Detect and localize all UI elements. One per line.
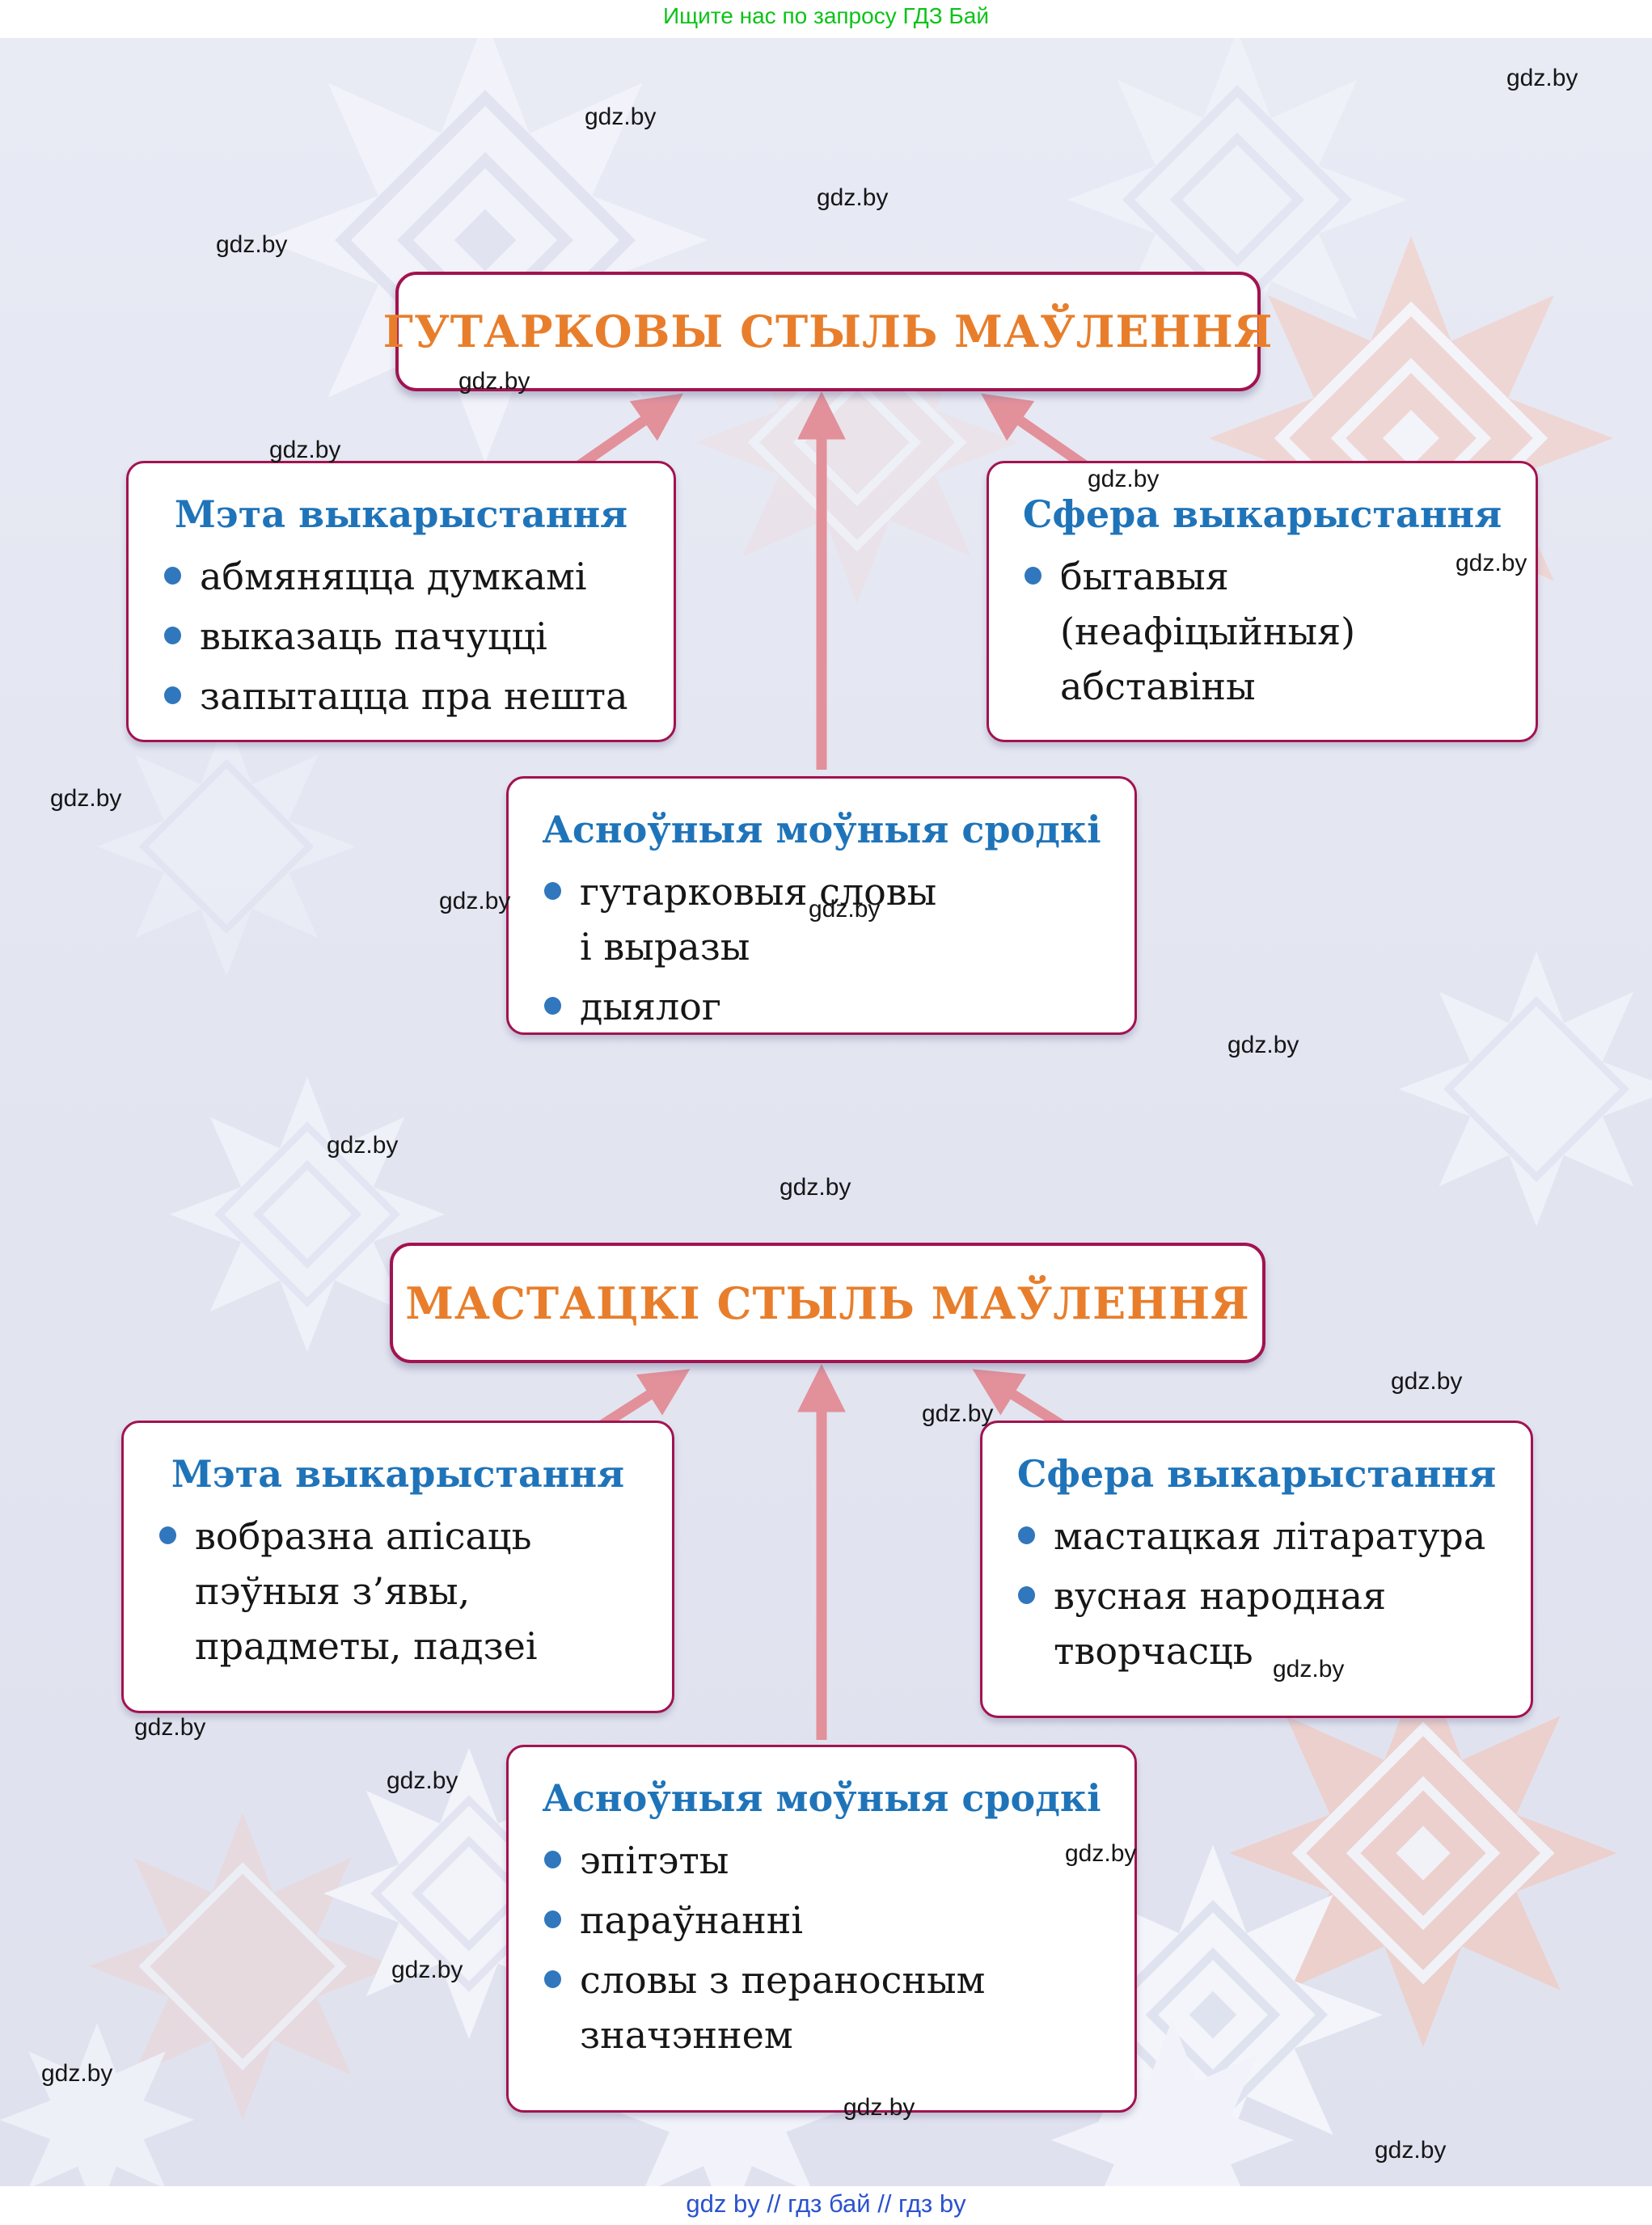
watermark: gdz.by [216,231,288,258]
top-banner-text: Ищите нас по запросу ГДЗ Бай [662,3,990,28]
section2-title-box: МАСТАЦКІ СТЫЛЬ МАЎЛЕННЯ [390,1243,1265,1363]
list-item: запытацца пра нешта [150,669,653,724]
section2-title: МАСТАЦКІ СТЫЛЬ МАЎЛЕННЯ [405,1277,1250,1329]
box-heading: Мэта выкарыстання [174,492,628,536]
bullet-list: гутарковыя словы і выразы дыялог [530,864,1113,1034]
list-item: эпітэты [530,1833,1113,1888]
bullet-list: мастацкая літаратура вусная народная тво… [1003,1509,1510,1678]
section1-sphere-box: Сфера выкарыстання бытавыя (неафіцыйныя)… [987,461,1538,742]
box-heading: Асноўныя моўныя сродкі [542,808,1101,851]
watermark: gdz.by [585,103,657,130]
watermark: gdz.by [439,888,511,914]
watermark: gdz.by [1227,1032,1299,1058]
watermark: gdz.by [1065,1840,1137,1867]
bullet-list: эпітэты параўнанні словы з пераносным зн… [530,1833,1113,2062]
list-item: вобразна апісаць пэўныя з’явы, прадметы,… [145,1509,651,1674]
list-item: бытавыя (неафіцыйныя) абставіны [1010,549,1515,714]
watermark: gdz.by [41,2060,113,2087]
watermark: gdz.by [922,1400,994,1427]
watermark: gdz.by [134,1714,206,1741]
watermark: gdz.by [327,1132,399,1159]
watermark: gdz.by [1375,2137,1447,2164]
section1-purpose-box: Мэта выкарыстання абмяняцца думкамі выка… [126,461,676,742]
section2-purpose-box: Мэта выкарыстання вобразна апісаць пэўны… [121,1421,674,1713]
list-item: мастацкая літаратура [1003,1509,1510,1564]
bullet-list: бытавыя (неафіцыйныя) абставіны [1010,549,1515,714]
box-heading: Асноўныя моўныя сродкі [542,1776,1101,1820]
watermark: gdz.by [387,1767,458,1794]
watermark: gdz.by [391,1957,463,1983]
list-item: словы з пераносным значэннем [530,1953,1113,2062]
bullet-list: абмяняцца думкамі выказаць пачуцці запыт… [150,549,653,724]
list-item: выказаць пачуцці [150,609,653,664]
watermark: gdz.by [1391,1368,1463,1395]
watermark: gdz.by [1456,550,1527,576]
list-item: абмяняцца думкамі [150,549,653,604]
section2-language-means-box: Асноўныя моўныя сродкі эпітэты параўнанн… [506,1745,1137,2113]
list-item: гутарковыя словы і выразы [530,864,1113,974]
watermark: gdz.by [817,184,889,211]
box-heading: Мэта выкарыстання [171,1452,625,1496]
watermark: gdz.by [843,2094,915,2121]
section1-language-means-box: Асноўныя моўныя сродкі гутарковыя словы … [506,776,1137,1035]
bullet-list: вобразна апісаць пэўныя з’явы, прадметы,… [145,1509,651,1674]
watermark: gdz.by [50,785,122,812]
section1-title: ГУТАРКОВЫ СТЫЛЬ МАЎЛЕННЯ [382,306,1274,357]
list-item: дыялог [530,979,1113,1034]
footer-links[interactable]: gdz by // гдз бай // гдз by [686,2189,966,2218]
section2-sphere-box: Сфера выкарыстання мастацкая літаратура … [980,1421,1533,1718]
list-item: параўнанні [530,1893,1113,1948]
box-heading: Сфера выкарыстання [1016,1452,1497,1496]
watermark: gdz.by [458,368,530,395]
box-heading: Сфера выкарыстання [1022,492,1502,536]
watermark: gdz.by [1506,65,1578,91]
watermark: gdz.by [1088,466,1160,492]
watermark: gdz.by [780,1174,851,1201]
list-item: вусная народная творчасць [1003,1568,1510,1678]
watermark: gdz.by [1273,1656,1345,1682]
watermark: gdz.by [269,437,341,463]
watermark: gdz.by [809,896,881,923]
